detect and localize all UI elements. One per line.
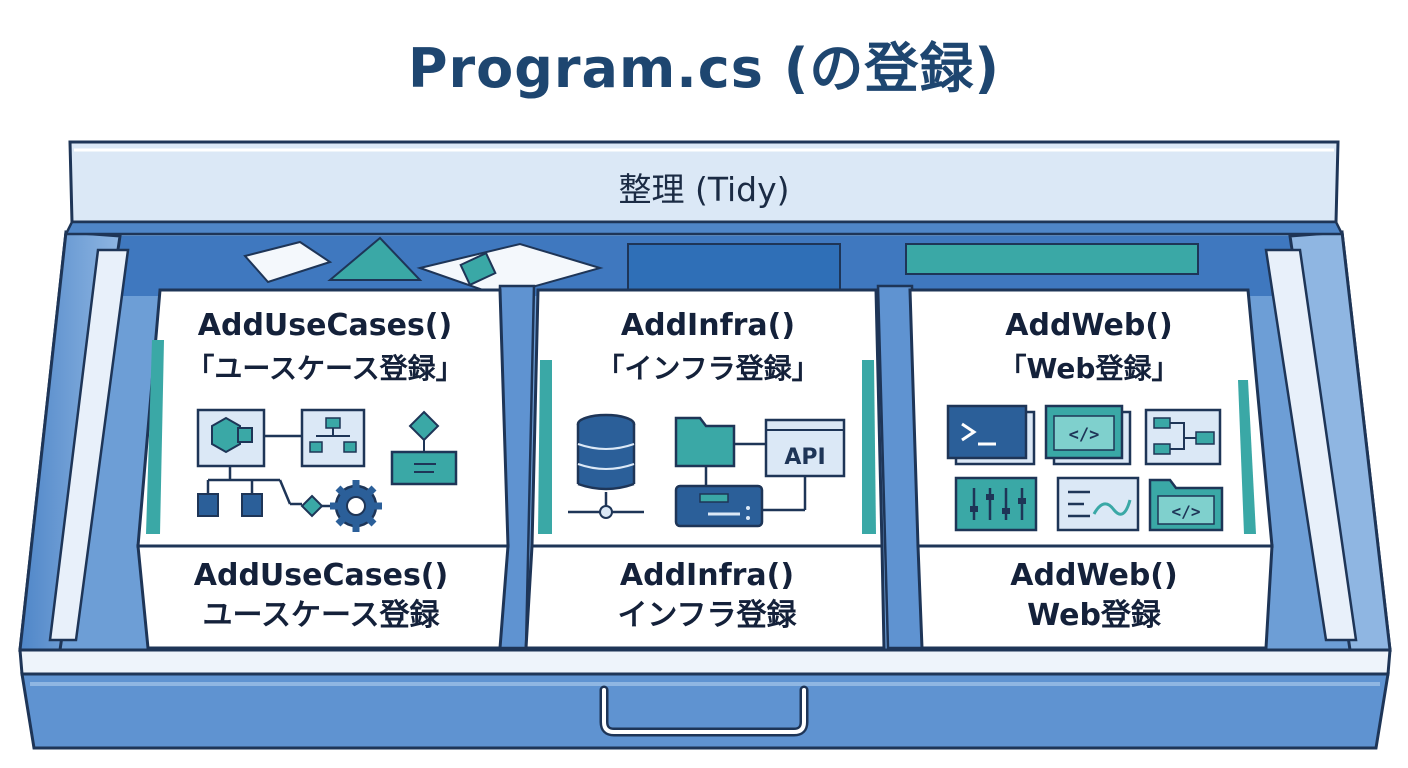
database-icon (568, 413, 644, 519)
compartment-infra: API (524, 288, 886, 650)
infra-front-title: AddInfra() (619, 558, 795, 593)
infra-card-title: AddInfra() (620, 308, 796, 343)
web-front-title: AddWeb() (1010, 558, 1178, 593)
usecases-card-subtitle: 「ユースケース登録」 (186, 352, 464, 385)
page-title: Program.cs (の登録) (407, 37, 1001, 100)
usecases-front-title: AddUseCases() (193, 558, 449, 593)
code-window-icon: </> (1044, 404, 1132, 466)
web-form-icon (1056, 476, 1140, 532)
decision-diamond-icon (390, 410, 458, 486)
network-drive-icon (674, 484, 764, 528)
drawer-header-panel (63, 140, 1345, 236)
folder-icon (674, 416, 736, 468)
usecases-card-title: AddUseCases() (197, 308, 453, 343)
web-card-title: AddWeb() (1005, 308, 1173, 343)
gear-icon (330, 480, 382, 532)
svg-text:</>: </> (1069, 425, 1100, 445)
infra-front-subtitle: インフラ登録 (617, 598, 797, 633)
flowchart-icon (300, 408, 366, 468)
drawer-front (18, 648, 1392, 750)
infra-card-subtitle: 「インフラ登録」 (596, 352, 820, 385)
sitemap-icon (1144, 408, 1222, 466)
usecases-front-subtitle: ユースケース登録 (202, 598, 440, 633)
web-front-subtitle: Web登録 (1027, 598, 1161, 633)
terminal-icon (946, 404, 1036, 466)
compartment-usecases (136, 288, 510, 650)
drawer-handle[interactable] (599, 685, 809, 737)
code-folder-icon: </> (1148, 478, 1224, 532)
sliders-icon (954, 476, 1038, 532)
use-case-diagram-icon (196, 408, 266, 468)
api-icon: API (764, 418, 846, 478)
drawer-label: 整理 (Tidy) (618, 170, 790, 209)
svg-text:</>: </> (1172, 502, 1201, 521)
compartment-web: </> (908, 288, 1274, 650)
web-card-subtitle: 「Web登録」 (998, 352, 1180, 385)
api-label: API (784, 445, 825, 470)
